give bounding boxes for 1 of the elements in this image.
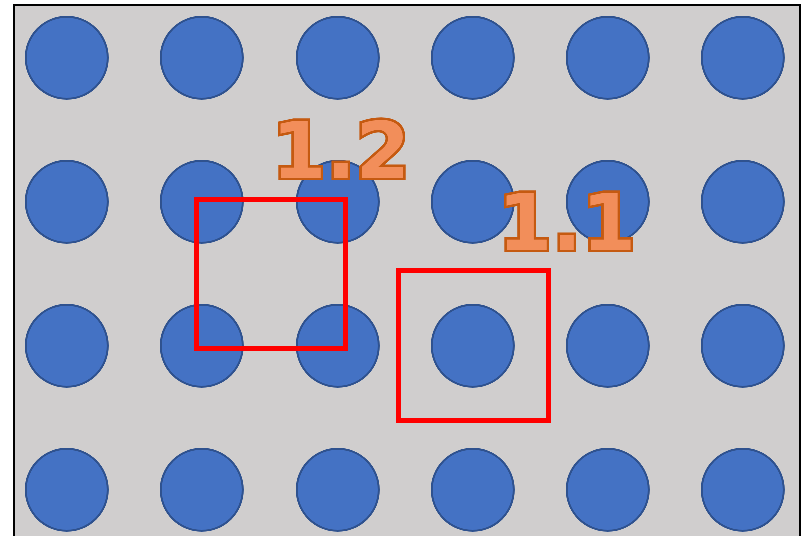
region-label: 1.2 (272, 112, 410, 192)
